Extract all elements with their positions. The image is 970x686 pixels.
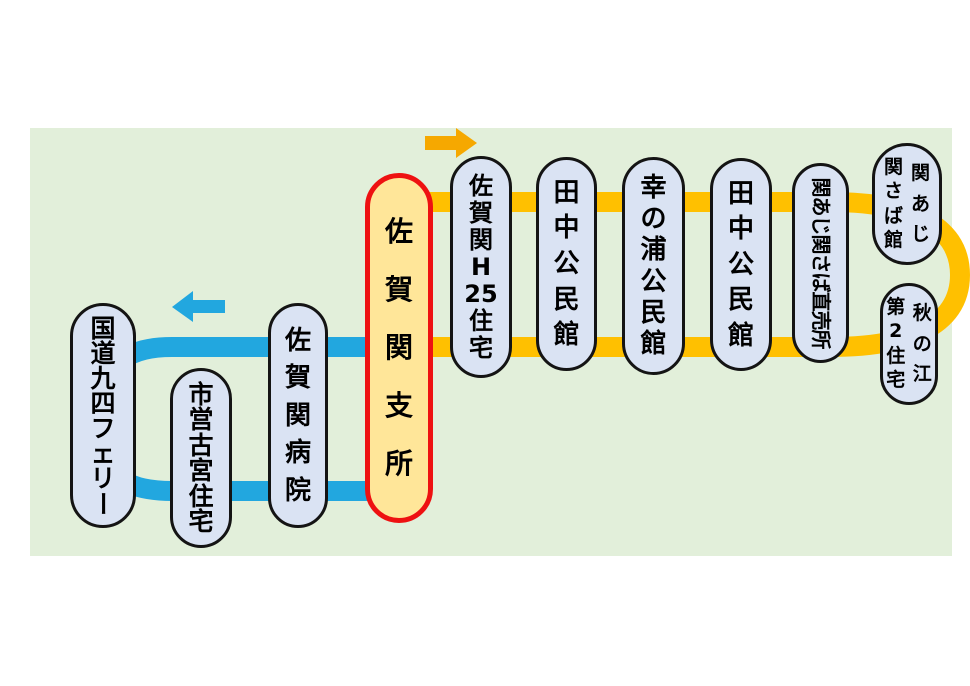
stop-name-char: 25 [464,280,498,308]
stop-name-char: 宅 [469,334,493,362]
stop-sekiaji-sekisaba-kan: 関あじ 関さば館 [872,143,942,265]
stop-name-char: 住 [188,481,214,511]
stop-name-char: 佐 [284,325,311,356]
stop-name-char: 四 [90,389,116,418]
stop-sekiaji-sekisaba-chokubaisho: 関あじ関さば直売所 [792,163,849,363]
stop-name-char: 賀 [384,273,413,306]
stop-name-char: 賀 [284,363,311,393]
stop-name-char: あ [910,192,930,215]
stop-name-char: 関 [883,155,903,178]
stop-name-char: H [470,253,492,281]
stop-name-char: の [912,332,932,355]
stop-name-char: 公 [553,248,580,279]
stop-name-char: 田 [727,178,754,209]
stop-tanaka-kominkan-2: 田中公民館 [710,158,772,371]
stop-name-char: 中 [727,214,754,244]
stop-name-char: フ [90,414,116,443]
stop-name-char: 宮 [188,456,214,486]
stop-name-char: 営 [188,405,214,435]
stop-name-char: 2 [889,320,903,343]
stop-name-char: じ [910,223,930,246]
stop-name-char: 第 [886,295,906,318]
stop-name-char: 公 [640,266,667,297]
stop-name-char: 田 [553,177,580,208]
stop-name-char: リ [90,464,116,493]
stop-name-char: 九 [90,364,116,393]
stop-name-char: 市 [188,379,214,409]
stop-sachinoura-kominkan: 幸の浦公民館 [622,157,685,375]
stop-name-char: 館 [640,328,667,359]
stop-name-char: 中 [553,213,580,244]
stop-name-char: 宅 [188,507,214,537]
stop-name-char: 支 [384,389,413,422]
stop-name-char: の [640,204,667,235]
stop-name-char: 民 [640,297,667,328]
stop-name-char: ー [88,490,118,517]
left-arrow-icon [172,291,225,322]
stop-kokudo94-ferry: 国道九四フェリー [70,303,136,528]
stop-name-char: 民 [727,285,754,315]
stop-name-char: 宅 [886,369,906,392]
stop-name-char: 浦 [640,235,667,266]
stop-name-char: 江 [912,363,932,386]
stop-name-char: 道 [90,339,116,368]
stop-name-char: 住 [469,307,493,335]
stop-label-column: 秋の江 [910,292,936,396]
stop-name-char: 国 [90,314,116,343]
stop-name-char: 関 [469,226,493,254]
stop-name-char: 所 [384,447,413,480]
stop-name-char: 賀 [469,199,493,227]
stop-name-char: 館 [727,320,754,351]
stop-name-char: 住 [886,344,906,367]
stop-tanaka-kominkan-1: 田中公民館 [536,157,597,371]
stop-name-char: 関 [384,331,413,364]
stop-label-column: 関さば館 [881,152,907,256]
stop-label-rotated: 関あじ関さば直売所 [808,177,833,349]
stop-name-char: 館 [883,229,903,252]
stop-name-char: 病 [284,438,311,468]
stop-name-char: さ [883,180,903,203]
stop-name-char: 民 [553,284,580,315]
stop-name-char: 院 [284,475,311,506]
stop-name-char: 関 [910,161,930,184]
stop-name-char: 関 [284,400,311,431]
stop-name-char: 幸 [640,173,667,204]
stop-name-char: ば [883,204,903,227]
stop-label-column: 関あじ [908,152,934,256]
stop-name-char: 館 [553,320,580,351]
stop-shiei-komiya-jutaku: 市営古宮住宅 [170,368,232,548]
stop-name-char: 佐 [469,172,493,200]
return-route-line [96,337,400,501]
stop-name-char: 秋 [912,301,932,324]
stop-name-char: 古 [188,430,214,460]
stop-name-char: 佐 [384,215,413,248]
stop-saganoseki-shisho-highlighted: 佐賀関支所 [365,173,433,523]
stop-name-char: ェ [90,439,116,468]
stop-saganoseki-hospital: 佐賀関病院 [268,303,328,528]
stop-name-char: 公 [727,249,754,280]
right-arrow-icon [425,128,477,158]
